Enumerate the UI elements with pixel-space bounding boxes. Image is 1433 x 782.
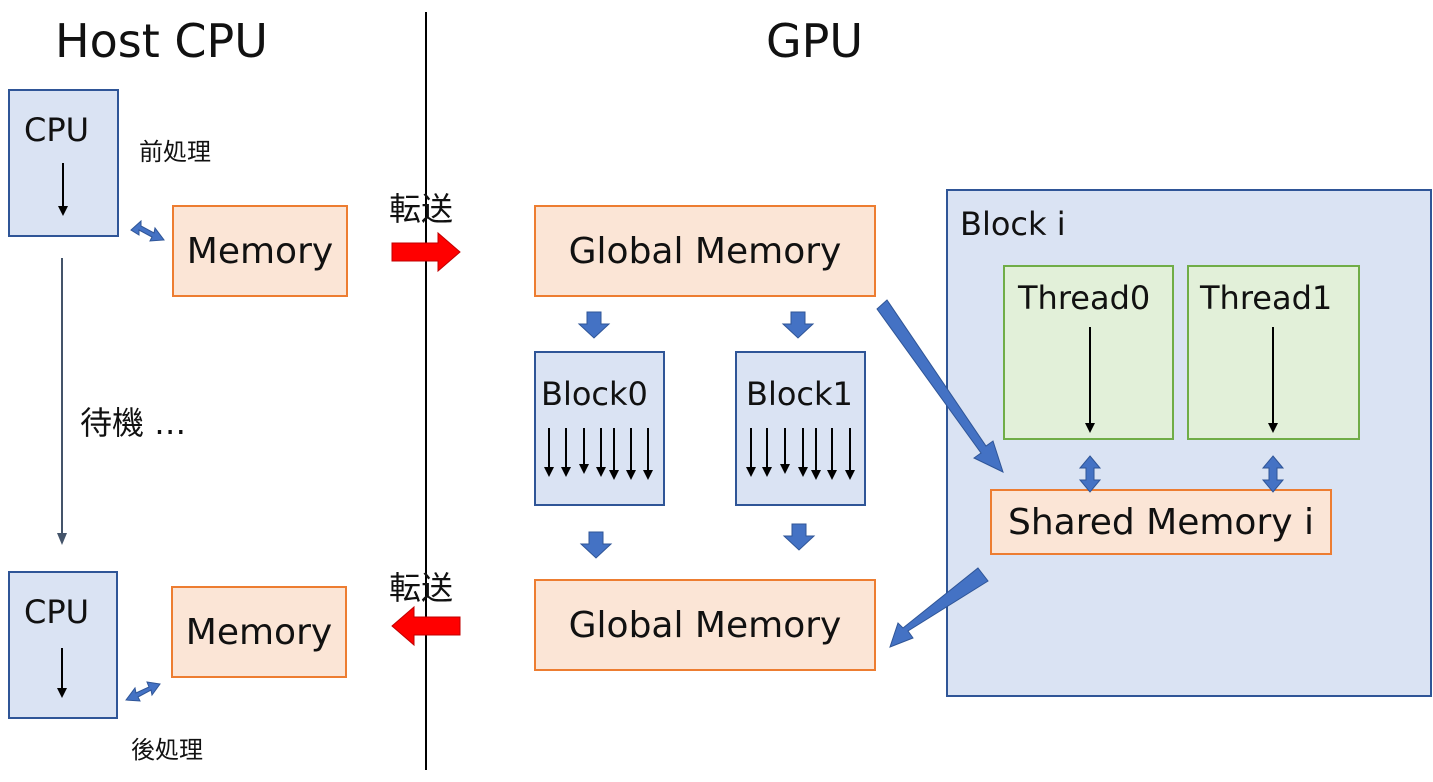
cpu-label-bottom: CPU xyxy=(24,593,90,631)
transfer-to-gpu-arrow xyxy=(391,231,461,273)
cpu-label-top: CPU xyxy=(24,111,90,149)
block0-to-global-arrow xyxy=(579,531,613,559)
block0-thread-arrow xyxy=(626,428,636,480)
cpu-memory-bottom-double-arrow xyxy=(125,681,161,702)
thread0-flow-arrow xyxy=(1085,327,1095,433)
block1-thread-arrow xyxy=(762,428,772,477)
thread0-label: Thread0 xyxy=(1018,279,1151,317)
block0-thread-arrow xyxy=(544,428,554,477)
thread1-flow-arrow xyxy=(1268,327,1278,433)
preprocess-label: 前処理 xyxy=(139,138,211,166)
global-memory-bottom: Global Memory xyxy=(534,579,876,671)
global-to-shared-diagonal-arrow xyxy=(876,299,1004,473)
block0-thread-arrow xyxy=(596,428,606,477)
host-memory-bottom-label: Memory xyxy=(185,611,333,653)
block1-thread-arrow xyxy=(845,428,855,480)
host-memory-top-label: Memory xyxy=(186,230,334,272)
block0-label: Block0 xyxy=(541,375,648,413)
transfer-to-host-arrow xyxy=(391,605,461,647)
host-gpu-divider xyxy=(425,12,427,770)
cpu-box-top: CPU xyxy=(8,89,119,237)
thread0-shared-double-arrow xyxy=(1078,455,1102,493)
block0-thread-arrow xyxy=(643,428,653,480)
block1-thread-arrow xyxy=(798,428,808,477)
block1-thread-arrow xyxy=(780,428,790,474)
gpu-heading: GPU xyxy=(766,14,864,68)
cpu-memory-top-double-arrow xyxy=(130,219,165,242)
block1-thread-arrow xyxy=(827,428,837,480)
block0-box: Block0 xyxy=(534,351,665,506)
block1-thread-arrow xyxy=(811,428,821,480)
block0-thread-arrow xyxy=(609,428,619,480)
global-to-block1-arrow xyxy=(781,311,815,339)
block-i-title: Block i xyxy=(960,205,1066,243)
wait-label: 待機 … xyxy=(80,404,187,442)
block0-thread-arrow xyxy=(579,428,589,474)
global-memory-bottom-label: Global Memory xyxy=(568,604,842,646)
global-to-block0-arrow xyxy=(577,311,611,339)
cpu-top-flow-arrow xyxy=(58,163,68,216)
block1-box: Block1 xyxy=(735,351,866,506)
host-memory-top: Memory xyxy=(172,205,348,297)
block0-thread-arrows xyxy=(544,428,653,480)
postprocess-label: 後処理 xyxy=(131,736,203,764)
block0-thread-arrow xyxy=(561,428,571,477)
global-memory-top: Global Memory xyxy=(534,205,876,297)
global-memory-top-label: Global Memory xyxy=(568,230,842,272)
shared-to-global-diagonal-arrow xyxy=(889,567,989,648)
transfer-to-host-label: 転送 xyxy=(389,569,454,607)
block1-thread-arrow xyxy=(746,428,756,477)
transfer-to-gpu-label: 転送 xyxy=(389,190,454,228)
shared-memory-i: Shared Memory i xyxy=(990,489,1332,555)
thread0-box: Thread0 xyxy=(1003,265,1174,440)
host-memory-bottom: Memory xyxy=(171,586,347,678)
shared-memory-i-label: Shared Memory i xyxy=(1007,501,1315,543)
host-cpu-heading: Host CPU xyxy=(55,14,268,68)
block1-label: Block1 xyxy=(746,375,853,413)
cpu-bottom-flow-arrow xyxy=(57,648,67,698)
wait-timeline-arrow xyxy=(57,258,67,545)
block1-to-global-arrow xyxy=(782,523,816,551)
thread1-label: Thread1 xyxy=(1200,279,1333,317)
block1-thread-arrows xyxy=(746,428,855,480)
thread1-shared-double-arrow xyxy=(1261,455,1285,493)
